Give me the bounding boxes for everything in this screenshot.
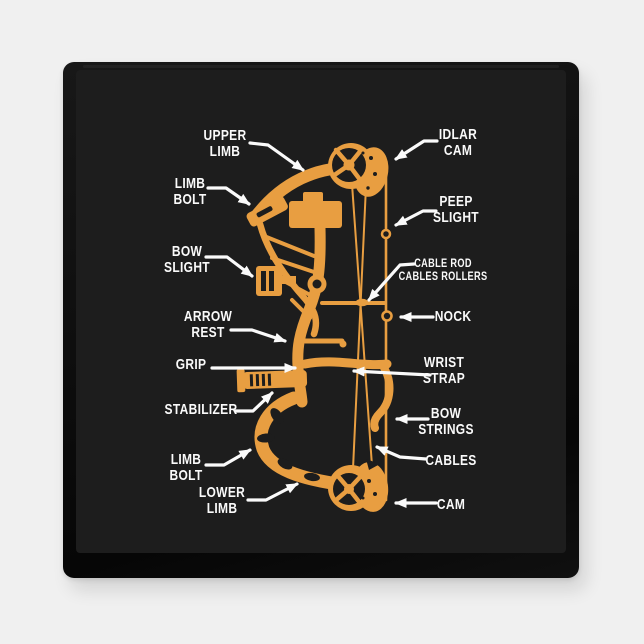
bow-sight-label: BOW SLIGHT: [164, 243, 210, 276]
stabilizer-leader-arrow-icon: [234, 391, 274, 413]
cable-rod-label: CABLE ROD CABLES ROLLERS: [398, 258, 488, 283]
bow-sight-shape: [256, 266, 327, 296]
magnet-face: [76, 70, 566, 553]
limb-bolt-upper-label: LIMB BOLT: [173, 175, 207, 208]
idler-cam-shape: [328, 143, 389, 197]
nock-label: NOCK: [434, 308, 472, 325]
bow-sight-leader-arrow-icon: [204, 255, 254, 278]
cam-label: CAM: [436, 496, 466, 513]
peep-sight-leader-arrow-icon: [394, 209, 438, 227]
lower-limb-leader-arrow-icon: [246, 482, 299, 502]
upper-limb-leader-arrow-icon: [248, 141, 305, 172]
peep-sight-label: PEEP SLIGHT: [433, 193, 479, 226]
limb-bolt-upper-leader-arrow-icon: [206, 186, 251, 206]
idler-cam-leader-arrow-icon: [394, 139, 439, 161]
bow-strings-label: BOW STRINGS: [418, 405, 474, 438]
cable-rod-shape: [320, 298, 387, 307]
limb-bolt-lower-label: LIMB BOLT: [169, 451, 203, 484]
stabilizer-label: STABILIZER: [164, 401, 238, 418]
cam-shape: [328, 459, 389, 512]
magnet-tile: [63, 62, 579, 578]
upper-limb-pocket: [246, 196, 288, 227]
riser-truss: [262, 234, 316, 320]
peep-sight-shape: [380, 228, 392, 240]
arrow-rest-leader-arrow-icon: [229, 328, 287, 343]
cable-1: [351, 183, 373, 467]
grip-label: GRIP: [175, 356, 207, 373]
nock-shape: [381, 310, 393, 322]
cables-leader-arrow-icon: [375, 445, 428, 461]
wrist-strap-shape: [300, 357, 394, 432]
riser-block: [289, 201, 342, 228]
limb-bolt-lower-leader-arrow-icon: [204, 448, 252, 467]
stabilizer-shape: [236, 369, 308, 393]
arrow-rest-shape: [302, 338, 347, 348]
upper-limb-label: UPPER LIMB: [203, 127, 247, 160]
wrist-strap-label: WRIST STRAP: [422, 354, 466, 387]
wrist-strap-leader-arrow-icon: [352, 366, 432, 377]
cable-2: [352, 185, 367, 470]
idler-cam-label: IDLAR CAM: [438, 126, 478, 159]
lower-limb-label: LOWER LIMB: [198, 484, 246, 517]
cables-label: CABLES: [425, 452, 477, 469]
lower-riser-cutouts: [257, 408, 320, 482]
arrow-rest-label: ARROW REST: [183, 308, 233, 341]
cable-rod-leader-arrow-icon: [367, 262, 416, 302]
